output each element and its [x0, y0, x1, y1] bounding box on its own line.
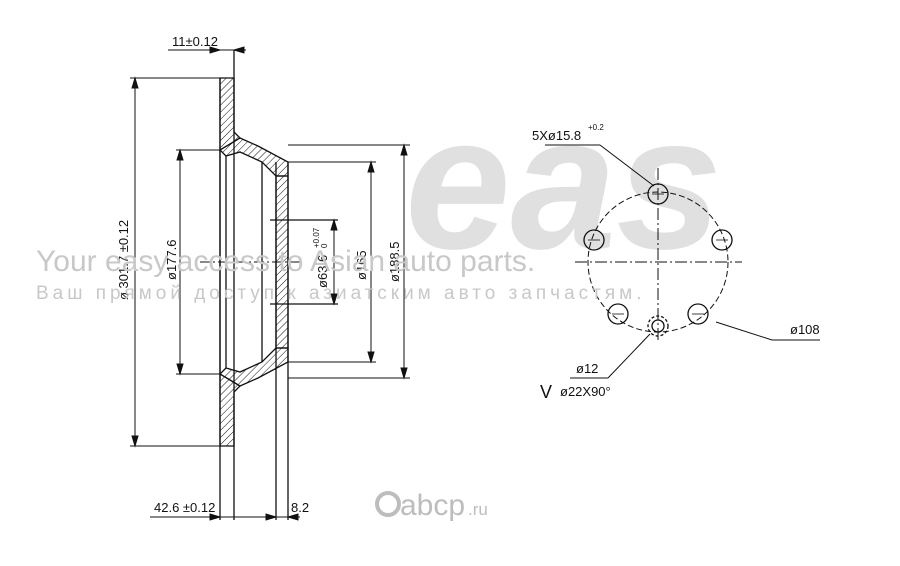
dim-center-bore-tol-lower: 0	[320, 243, 329, 248]
dim-center-bore: ø63.6	[315, 255, 330, 288]
hat-section-top	[218, 137, 289, 177]
bolt-hole-bottom-right	[687, 303, 709, 325]
watermark-tagline-en: Your easy access to Asian auto parts.	[36, 245, 535, 278]
label-countersink: ø22X90°	[560, 384, 611, 399]
bolt-pattern-view	[545, 144, 820, 379]
footer-logo-text: abcp	[400, 489, 465, 522]
dim-diameter-188: ø188.5	[387, 242, 402, 282]
dim-thickness: 11±0.12	[172, 34, 218, 49]
bolt-hole-right	[711, 229, 733, 251]
footer-domain: .ru	[468, 500, 488, 519]
dim-height: 42.6 ±0.12	[154, 500, 215, 515]
dimension-lines	[130, 46, 410, 521]
bolt-hole-top	[647, 183, 669, 205]
hat-section-bottom	[218, 347, 289, 387]
friction-ring-bottom	[219, 372, 242, 447]
friction-ring-top	[219, 77, 242, 152]
dim-offset: 8.2	[291, 500, 309, 515]
dim-diameter-165: ø165	[354, 250, 369, 280]
bolt-hole-left	[583, 229, 605, 251]
countersink-symbol: V	[540, 382, 552, 402]
label-bolt-holes-tol: +0.2	[588, 123, 604, 132]
watermark-tagline-ru: Ваш прямой доступ к азиатским авто запча…	[36, 283, 645, 304]
pin-hole-outer	[647, 315, 669, 337]
label-bolt-holes: 5Xø15.8	[532, 128, 581, 143]
dim-outer-diameter: ø 301.7 ±0.12	[116, 220, 131, 300]
footer-logo: abcp .ru	[375, 489, 488, 522]
brand-watermark: eas	[405, 77, 722, 289]
bolt-hole-bottom-left	[607, 303, 629, 325]
label-pcd: ø108	[790, 322, 820, 337]
dim-diameter-177: ø177.6	[164, 240, 179, 280]
dim-center-bore-tol-upper: +0.07	[312, 227, 321, 248]
pin-hole-inner	[651, 319, 665, 333]
label-pin: ø12	[576, 361, 598, 376]
disc-section-view	[200, 50, 338, 520]
